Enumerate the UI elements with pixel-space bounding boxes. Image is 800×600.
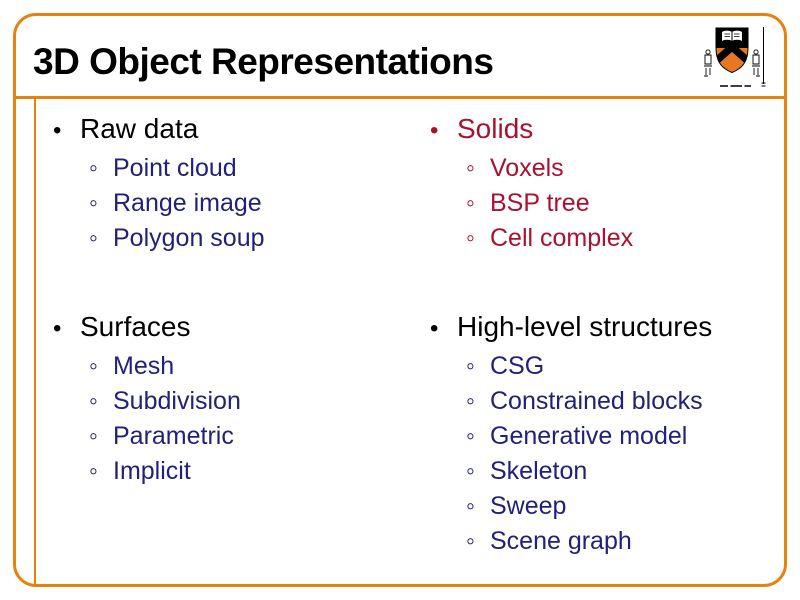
circle-bullet-icon: ◦: [89, 422, 98, 450]
group-heading: • Solids: [422, 111, 788, 147]
list-item: ◦ Range image: [45, 186, 415, 221]
list-item-label: Cell complex: [490, 224, 634, 252]
bullet-icon: •: [53, 117, 62, 144]
list-item: ◦ Skeleton: [422, 454, 788, 489]
sub-item-list: ◦ Voxels ◦ BSP tree ◦ Cell complex: [422, 151, 788, 256]
circle-bullet-icon: ◦: [466, 352, 475, 380]
list-item: ◦ CSG: [422, 349, 788, 384]
circle-bullet-icon: ◦: [89, 457, 98, 485]
circle-bullet-icon: ◦: [466, 527, 475, 555]
bullet-group-solids: • Solids ◦ Voxels ◦ BSP tree ◦ Cell complex: [422, 111, 788, 256]
list-item: ◦ Implicit: [45, 454, 415, 489]
list-item: ◦ Voxels: [422, 151, 788, 186]
circle-bullet-icon: ◦: [89, 154, 98, 182]
list-item-label: Voxels: [490, 154, 564, 182]
group-heading-label: Raw data: [80, 113, 199, 144]
list-item-label: Implicit: [113, 457, 191, 485]
group-heading-label: Solids: [457, 113, 534, 144]
circle-bullet-icon: ◦: [466, 154, 475, 182]
circle-bullet-icon: ◦: [466, 492, 475, 520]
title-separator-line: [13, 96, 787, 99]
left-column: • Raw data ◦ Point cloud ◦ Range image ◦ Pol…: [45, 111, 415, 489]
group-heading: • Surfaces: [45, 309, 415, 345]
list-item-label: Subdivision: [113, 387, 241, 415]
list-item-label: Point cloud: [113, 154, 237, 182]
list-item: ◦ Sweep: [422, 489, 788, 524]
list-item: ◦ Point cloud: [45, 151, 415, 186]
list-item-label: Range image: [113, 189, 262, 217]
sub-item-list: ◦ Mesh ◦ Subdivision ◦ Parametric ◦ Implicit: [45, 349, 415, 489]
bullet-icon: •: [430, 315, 439, 342]
sub-item-list: ◦ Point cloud ◦ Range image ◦ Polygon soup: [45, 151, 415, 256]
bullet-group-raw-data: • Raw data ◦ Point cloud ◦ Range image ◦ Pol…: [45, 111, 415, 256]
left-supporter-figure: [704, 49, 712, 77]
staff-line: [761, 27, 766, 87]
list-item-label: Parametric: [113, 422, 234, 450]
list-item: ◦ Parametric: [45, 419, 415, 454]
left-margin-line: [34, 99, 36, 587]
shield-chevron: [716, 41, 748, 65]
list-item: ◦ Cell complex: [422, 221, 788, 256]
list-item-label: Scene graph: [490, 527, 632, 555]
circle-bullet-icon: ◦: [466, 224, 475, 252]
sub-item-list: ◦ CSG ◦ Constrained blocks ◦ Generative mod…: [422, 349, 788, 559]
list-item-label: Mesh: [113, 352, 175, 380]
list-item-label: Constrained blocks: [490, 387, 703, 415]
group-heading: • High-level structures: [422, 309, 788, 345]
list-item-label: Skeleton: [490, 457, 588, 485]
list-item-label: CSG: [490, 352, 545, 380]
circle-bullet-icon: ◦: [466, 457, 475, 485]
bullet-icon: •: [53, 315, 62, 342]
right-supporter-figure: [752, 49, 760, 77]
book-text-lines: [724, 33, 740, 37]
right-column: •Solids ◦Voxels ◦BSP tree ◦Cell complex …: [422, 111, 788, 559]
circle-bullet-icon: ◦: [89, 387, 98, 415]
circle-bullet-icon: ◦: [466, 189, 475, 217]
circle-bullet-icon: ◦: [466, 387, 475, 415]
bullet-group-high-level-structures: • High-level structures ◦ CSG ◦ Constrained…: [422, 309, 788, 559]
group-heading: • Raw data: [45, 111, 415, 147]
circle-bullet-icon: ◦: [89, 189, 98, 217]
group-heading-label: High-level structures: [457, 311, 713, 342]
list-item: ◦ Generative model: [422, 419, 788, 454]
circle-bullet-icon: ◦: [89, 352, 98, 380]
list-item-label: Sweep: [490, 492, 567, 520]
bullet-icon: •: [430, 117, 439, 144]
list-item-label: BSP tree: [490, 189, 590, 217]
slide-title: 3D Object Representations: [33, 41, 494, 82]
list-item: ◦ Mesh: [45, 349, 415, 384]
list-item: ◦ Subdivision: [45, 384, 415, 419]
circle-bullet-icon: ◦: [466, 422, 475, 450]
list-item: ◦ Scene graph: [422, 524, 788, 559]
bullet-group-surfaces: • Surfaces ◦ Mesh ◦ Subdivision ◦ Parametric…: [45, 309, 415, 489]
princeton-shield-logo: [704, 27, 766, 87]
list-item: ◦ Polygon soup: [45, 221, 415, 256]
list-item: ◦ BSP tree: [422, 186, 788, 221]
group-heading-label: Surfaces: [80, 311, 191, 342]
list-item-label: Generative model: [490, 422, 688, 450]
slide-border-frame: [13, 13, 787, 587]
list-item: ◦ Constrained blocks: [422, 384, 788, 419]
list-item-label: Polygon soup: [113, 224, 265, 252]
circle-bullet-icon: ◦: [89, 224, 98, 252]
